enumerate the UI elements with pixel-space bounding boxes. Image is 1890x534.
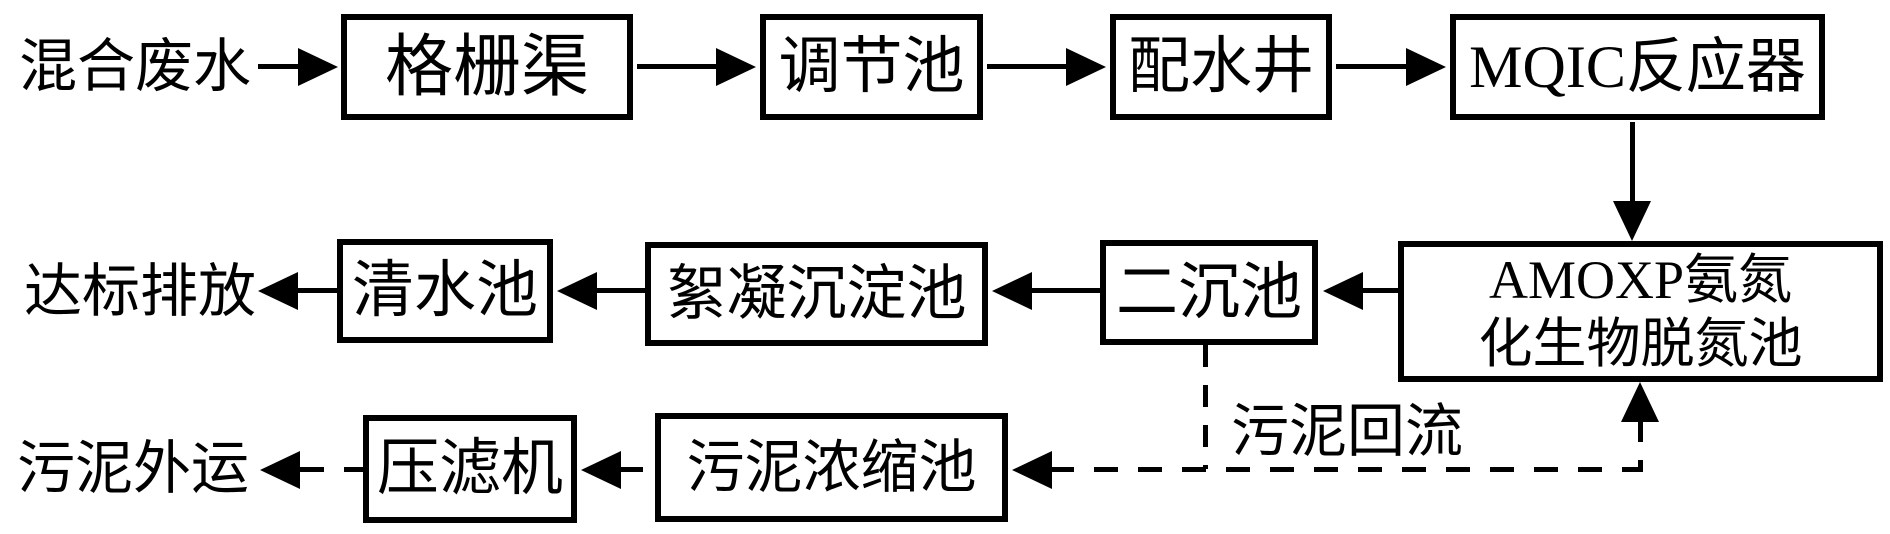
node-distribution-well: 配水井 bbox=[1110, 14, 1332, 120]
node-flocculation-tank: 絮凝沉淀池 bbox=[645, 242, 988, 346]
arrowhead-left-icon bbox=[581, 451, 621, 489]
node-filter-press: 压滤机 bbox=[363, 415, 577, 523]
arrow-clarifier-to-flocculation-line bbox=[1030, 288, 1100, 293]
sludge-return-label: 污泥回流 bbox=[1230, 399, 1463, 464]
arrowhead-right-icon bbox=[298, 48, 338, 86]
arrow-well-to-mqic-line bbox=[1336, 64, 1408, 69]
arrowhead-left-icon bbox=[1012, 451, 1052, 489]
dashed-arrow-press-to-out-line bbox=[300, 467, 363, 472]
node-clean-water-tank: 清水池 bbox=[337, 239, 553, 343]
arrowhead-right-icon bbox=[1066, 48, 1106, 86]
arrowhead-right-icon bbox=[1406, 48, 1446, 86]
arrow-source-to-grid-line bbox=[258, 64, 300, 69]
dashed-return-up-stem-line bbox=[1638, 420, 1643, 469]
arrowhead-left-icon bbox=[260, 451, 300, 489]
node-mqic-reactor: MQIC反应器 bbox=[1450, 14, 1825, 120]
amoxp-label-line1: AMOXP氨氮 bbox=[1488, 249, 1793, 310]
arrow-flocculation-to-cleanwater-line bbox=[595, 288, 645, 293]
sludge-out-label: 污泥外运 bbox=[16, 436, 249, 501]
discharge-label: 达标排放 bbox=[23, 259, 256, 324]
source-label: 混合废水 bbox=[18, 34, 251, 99]
arrowhead-left-icon bbox=[557, 272, 597, 310]
node-secondary-clarifier: 二沉池 bbox=[1100, 240, 1318, 345]
amoxp-label-line2: 化生物脱氮池 bbox=[1478, 313, 1803, 374]
node-amoxp-denitrification-tank: AMOXP氨氮 化生物脱氮池 bbox=[1398, 241, 1883, 382]
dashed-sludge-return-horizontal-line bbox=[1050, 467, 1643, 472]
arrow-mqic-to-amoxp-line bbox=[1630, 122, 1635, 203]
arrowhead-up-icon bbox=[1621, 382, 1659, 422]
arrowhead-right-icon bbox=[716, 48, 756, 86]
arrow-grid-to-regulating-line bbox=[637, 64, 718, 69]
arrow-regulating-to-well-line bbox=[987, 64, 1068, 69]
arrowhead-left-icon bbox=[992, 272, 1032, 310]
arrowhead-down-icon bbox=[1613, 201, 1651, 241]
arrowhead-left-icon bbox=[258, 272, 298, 310]
arrow-cleanwater-to-discharge-line bbox=[296, 288, 337, 293]
arrowhead-left-icon bbox=[1323, 272, 1363, 310]
dashed-clarifier-down-line bbox=[1203, 345, 1208, 469]
node-grid-channel: 格栅渠 bbox=[341, 14, 633, 120]
dashed-arrow-thickening-to-press-line bbox=[619, 467, 655, 472]
node-sludge-thickening-tank: 污泥浓缩池 bbox=[655, 413, 1008, 522]
node-regulating-tank: 调节池 bbox=[760, 14, 983, 120]
arrow-amoxp-to-clarifier-line bbox=[1361, 288, 1398, 293]
